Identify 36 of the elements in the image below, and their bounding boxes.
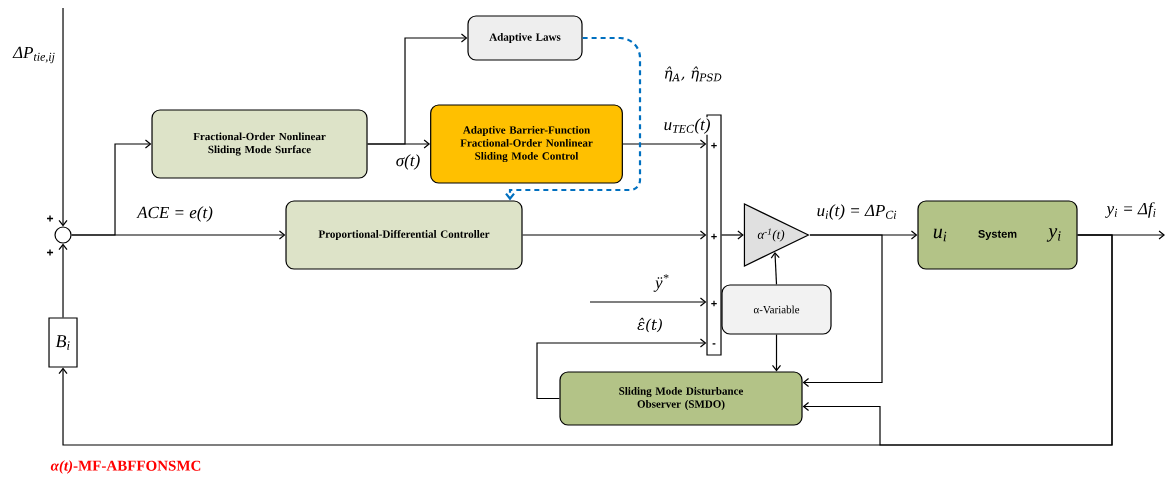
edge-label: ΔP$_{tie,ij}$: [12, 45, 57, 65]
arrow: [522, 230, 707, 240]
edge-label: u$_{i}$(t) = ΔP$_{Ci}$: [815, 203, 899, 221]
arrow: [58, 243, 68, 318]
edge-label: σ(t): [394, 153, 422, 171]
process-box: Adaptive Laws: [467, 15, 583, 61]
arrow: [367, 33, 468, 145]
process-box: Adaptive Barrier-Function Fractional-Order Nonlinear Sliding Mode Control: [430, 104, 623, 184]
arrow: [771, 334, 782, 372]
summing-junction: [54, 226, 72, 244]
arrow: [58, 234, 1113, 446]
gain-box: B$_{i}$: [48, 317, 78, 368]
process-box: α-Variable: [721, 284, 832, 335]
arrow: [770, 251, 780, 285]
plus-sign: +: [47, 215, 54, 222]
arrow: [802, 234, 883, 388]
edge-label: ε̂(t): [636, 316, 664, 334]
caption-text: α(t)-MF-ABFFONSMC: [50, 460, 201, 474]
edge-label: y$_{i}$ = Δf$_{i}$: [1105, 201, 1158, 219]
edge-label: u$_{TEC}$(t): [662, 117, 712, 135]
system-box: u$_{i}$ System y$_{i}$: [917, 200, 1078, 270]
process-box: Fractional-Order Nonlinear Sliding Mode Surface: [151, 109, 368, 179]
edge-label: ACE = e(t): [136, 205, 214, 223]
edge-label: η̂$_{A}$, η̂$_{PSD}$: [662, 65, 724, 83]
plus-sign: +: [47, 249, 54, 256]
dashed-arrow: [505, 36, 642, 201]
arrow: [721, 230, 744, 240]
arrow: [58, 7, 68, 227]
process-box: Proportional-Differential Controller: [285, 200, 523, 270]
arrow: [589, 297, 707, 307]
arrow: [622, 139, 707, 149]
arrow: [71, 230, 286, 240]
edge-label: ÿ$^{*}$: [653, 273, 670, 293]
process-box: Sliding Mode Disturbance Observer (SMDO): [559, 371, 803, 426]
gain-triangle: α$^{-1}$(t): [743, 203, 810, 267]
arrow: [536, 338, 707, 400]
